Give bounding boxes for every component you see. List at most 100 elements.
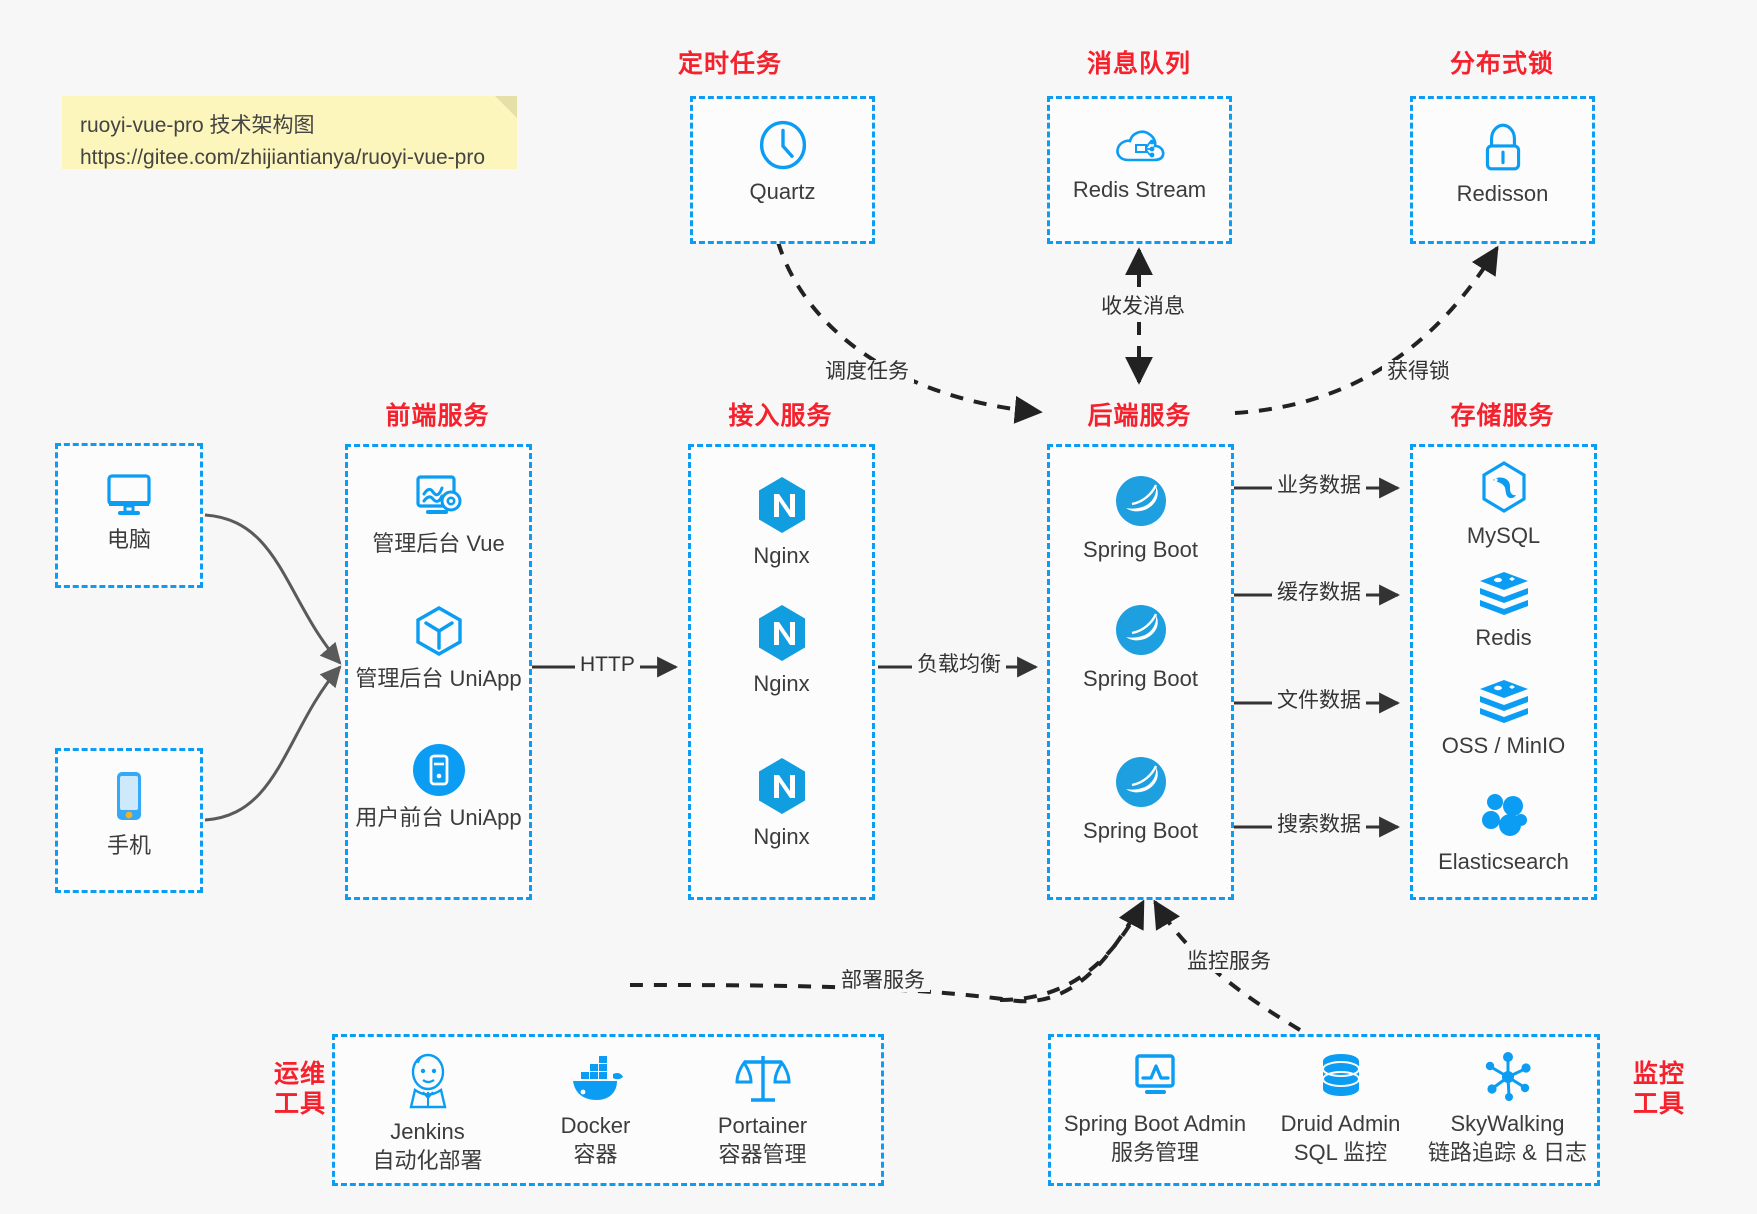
mysql-icon xyxy=(1478,460,1530,516)
node-quartz[interactable]: Quartz xyxy=(690,118,875,207)
section-title-scheduled-task: 定时任务 xyxy=(677,50,782,78)
node-nginx-1[interactable]: Nginx xyxy=(688,474,875,571)
docker-icon xyxy=(565,1050,627,1106)
admin-dashboard-icon xyxy=(410,470,468,524)
node-label: Spring Boot Admin xyxy=(1063,1111,1247,1136)
node-nginx-2[interactable]: Nginx xyxy=(688,602,875,699)
edge-label-acquire-lock: 获得锁 xyxy=(1382,360,1455,384)
node-docker[interactable]: Docker 容器 xyxy=(513,1050,678,1169)
node-spring-boot-admin[interactable]: Spring Boot Admin 服务管理 xyxy=(1060,1050,1250,1167)
clock-icon xyxy=(756,118,810,172)
node-label: Redisson xyxy=(1456,181,1549,206)
node-label: SkyWalking xyxy=(1450,1111,1565,1136)
node-desktop[interactable]: 电脑 xyxy=(55,468,203,555)
node-druid-admin[interactable]: Druid Admin SQL 监控 xyxy=(1258,1050,1423,1167)
node-label: Nginx xyxy=(753,824,810,849)
edge-label-http: HTTP xyxy=(575,653,640,677)
nginx-icon xyxy=(754,474,810,536)
edge-label-deploy-service: 部署服务 xyxy=(836,969,930,993)
mobile-app-icon xyxy=(411,742,467,798)
edge-label-monitor-service: 监控服务 xyxy=(1182,950,1276,974)
node-portainer[interactable]: Portainer 容器管理 xyxy=(680,1050,845,1169)
node-sublabel: 链路追踪 & 日志 xyxy=(1428,1139,1587,1165)
node-admin-uniapp[interactable]: 管理后台 UniApp xyxy=(345,603,532,694)
note-line-title: ruoyi-vue-pro 技术架构图 xyxy=(80,114,315,137)
node-label: Nginx xyxy=(753,671,810,696)
section-title-message-queue: 消息队列 xyxy=(1086,50,1191,78)
node-label: Redis Stream xyxy=(1072,177,1207,202)
edge-label-search-data: 搜索数据 xyxy=(1272,813,1366,837)
node-sublabel: 容器管理 xyxy=(718,1141,807,1167)
edge-label-business-data: 业务数据 xyxy=(1272,474,1366,498)
ops-tools-line2: 工具 xyxy=(273,1089,326,1118)
node-label: 管理后台 Vue xyxy=(372,531,505,556)
cloud-queue-icon xyxy=(1112,122,1168,170)
edge-quartz-to-backend xyxy=(776,241,1043,424)
redis-icon xyxy=(1476,568,1532,618)
skywalking-icon xyxy=(1480,1050,1536,1104)
cube-uniapp-icon xyxy=(411,603,467,659)
section-title-storage-service: 存储服务 xyxy=(1450,402,1555,430)
group-client-mobile xyxy=(55,748,203,893)
node-label: 手机 xyxy=(106,833,151,858)
node-label: Jenkins xyxy=(390,1119,465,1144)
edge-label-send-receive-message: 收发消息 xyxy=(1096,295,1190,319)
node-sublabel: SQL 监控 xyxy=(1293,1139,1388,1165)
lock-icon xyxy=(1477,120,1529,174)
node-label: Portainer xyxy=(717,1113,808,1138)
monitor-tools-line1: 监控 xyxy=(1632,1060,1685,1088)
node-spring-boot-1[interactable]: Spring Boot xyxy=(1047,472,1234,565)
node-oss-minio[interactable]: OSS / MinIO xyxy=(1410,676,1597,761)
node-admin-vue[interactable]: 管理后台 Vue xyxy=(345,470,532,559)
node-redisson[interactable]: Redisson xyxy=(1410,120,1595,209)
node-sublabel: 服务管理 xyxy=(1110,1139,1199,1165)
group-message-queue xyxy=(1047,96,1232,244)
nginx-icon xyxy=(754,602,810,664)
section-title-backend-service: 后端服务 xyxy=(1087,402,1192,430)
database-icon xyxy=(1315,1050,1367,1104)
node-user-uniapp[interactable]: 用户前台 UniApp xyxy=(345,742,532,833)
section-title-frontend-service: 前端服务 xyxy=(385,402,490,430)
group-client-desktop xyxy=(55,443,203,588)
node-label: OSS / MinIO xyxy=(1441,733,1566,758)
node-spring-boot-2[interactable]: Spring Boot xyxy=(1047,601,1234,694)
edge-ops-to-backend-head xyxy=(999,899,1145,1002)
edge-ops-to-backend xyxy=(629,904,1142,1004)
ops-tools-line1: 运维 xyxy=(273,1060,326,1088)
node-sublabel: 容器 xyxy=(573,1141,618,1167)
node-label: Redis xyxy=(1475,625,1532,650)
node-label: Spring Boot xyxy=(1083,537,1198,562)
group-ops-tools xyxy=(332,1034,884,1186)
node-label: MySQL xyxy=(1466,523,1541,548)
node-mysql[interactable]: MySQL xyxy=(1410,460,1597,551)
edge-backend-to-redisson xyxy=(1234,245,1499,415)
spring-boot-icon xyxy=(1112,601,1170,659)
node-spring-boot-3[interactable]: Spring Boot xyxy=(1047,753,1234,846)
node-label: Druid Admin xyxy=(1280,1111,1401,1136)
node-jenkins[interactable]: Jenkins 自动化部署 xyxy=(345,1050,510,1175)
spring-boot-icon xyxy=(1112,472,1170,530)
node-label: Spring Boot xyxy=(1083,818,1198,843)
node-redis[interactable]: Redis xyxy=(1410,568,1597,653)
jenkins-icon xyxy=(399,1050,457,1112)
oss-minio-icon xyxy=(1476,676,1532,726)
node-label: 电脑 xyxy=(106,527,151,552)
note-fold-corner xyxy=(495,96,517,118)
node-elasticsearch[interactable]: Elasticsearch xyxy=(1410,790,1597,877)
node-mobile[interactable]: 手机 xyxy=(55,768,203,861)
node-label: Elasticsearch xyxy=(1438,849,1569,874)
diagram-note: ruoyi-vue-pro 技术架构图 https://gitee.com/zh… xyxy=(62,96,517,169)
edge-mobile-to-frontend xyxy=(204,665,342,822)
mobile-phone-icon xyxy=(107,768,151,826)
monitor-chart-icon xyxy=(1127,1050,1183,1104)
node-nginx-3[interactable]: Nginx xyxy=(688,755,875,852)
node-sublabel: 自动化部署 xyxy=(372,1147,483,1173)
node-redis-stream[interactable]: Redis Stream xyxy=(1047,122,1232,205)
node-label: Docker xyxy=(560,1113,631,1138)
node-label: Nginx xyxy=(753,543,810,568)
nginx-icon xyxy=(754,755,810,817)
monitor-tools-line2: 工具 xyxy=(1632,1089,1685,1118)
elasticsearch-icon xyxy=(1477,790,1531,842)
group-frontend-service xyxy=(345,444,532,900)
node-skywalking[interactable]: SkyWalking 链路追踪 & 日志 xyxy=(1420,1050,1595,1167)
